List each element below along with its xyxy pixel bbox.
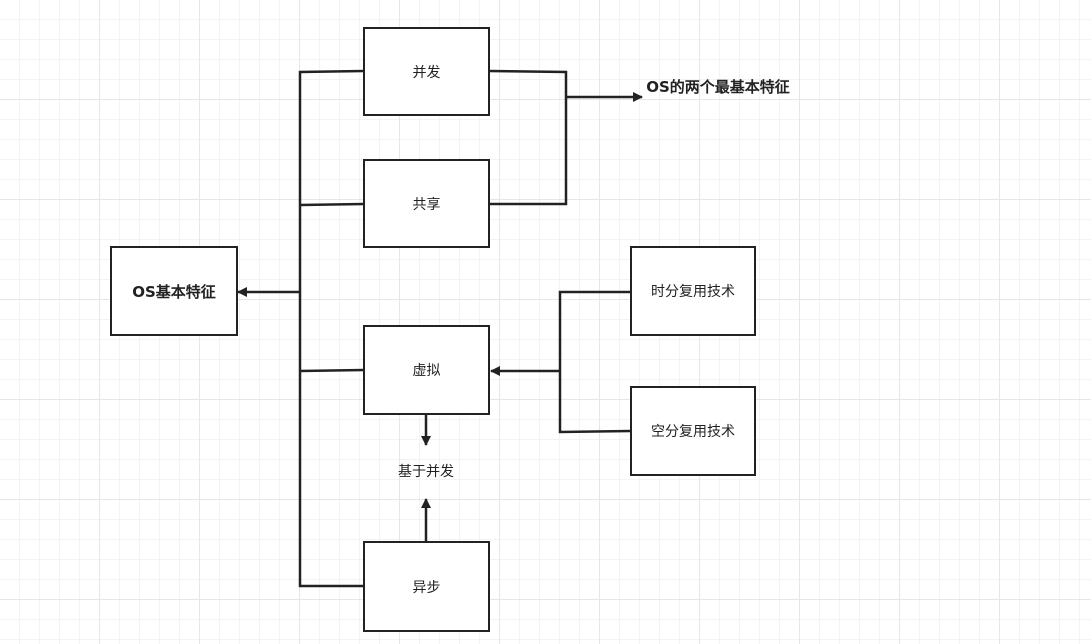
node-space-division[interactable]: 空分复用技术 [630, 386, 756, 476]
two-basic-bracket [488, 69, 568, 206]
node-virtual[interactable]: 虚拟 [363, 325, 490, 415]
node-async[interactable]: 异步 [363, 541, 490, 632]
node-async-label: 异步 [412, 579, 441, 596]
node-virtual-label: 虚拟 [412, 363, 441, 379]
node-os-basic[interactable]: OS基本特征 [110, 246, 238, 336]
node-time-division[interactable]: 时分复用技术 [630, 246, 756, 336]
node-os-basic-label: OS基本特征 [132, 282, 216, 301]
node-sharing[interactable]: 共享 [363, 159, 490, 248]
virtual-branch [299, 368, 365, 373]
sharing-branch [299, 202, 365, 207]
node-time-division-label: 时分复用技术 [651, 284, 735, 300]
label-based-on-concurrency: 基于并发 [398, 464, 454, 480]
node-concurrency-label: 并发 [412, 64, 441, 81]
node-concurrency[interactable]: 并发 [363, 27, 490, 116]
multiplex-bracket [558, 290, 632, 434]
node-space-division-label: 空分复用技术 [651, 424, 735, 440]
label-two-basic: OS的两个最基本特征 [646, 78, 790, 96]
node-sharing-label: 共享 [412, 196, 441, 213]
trunk-line [298, 69, 365, 588]
